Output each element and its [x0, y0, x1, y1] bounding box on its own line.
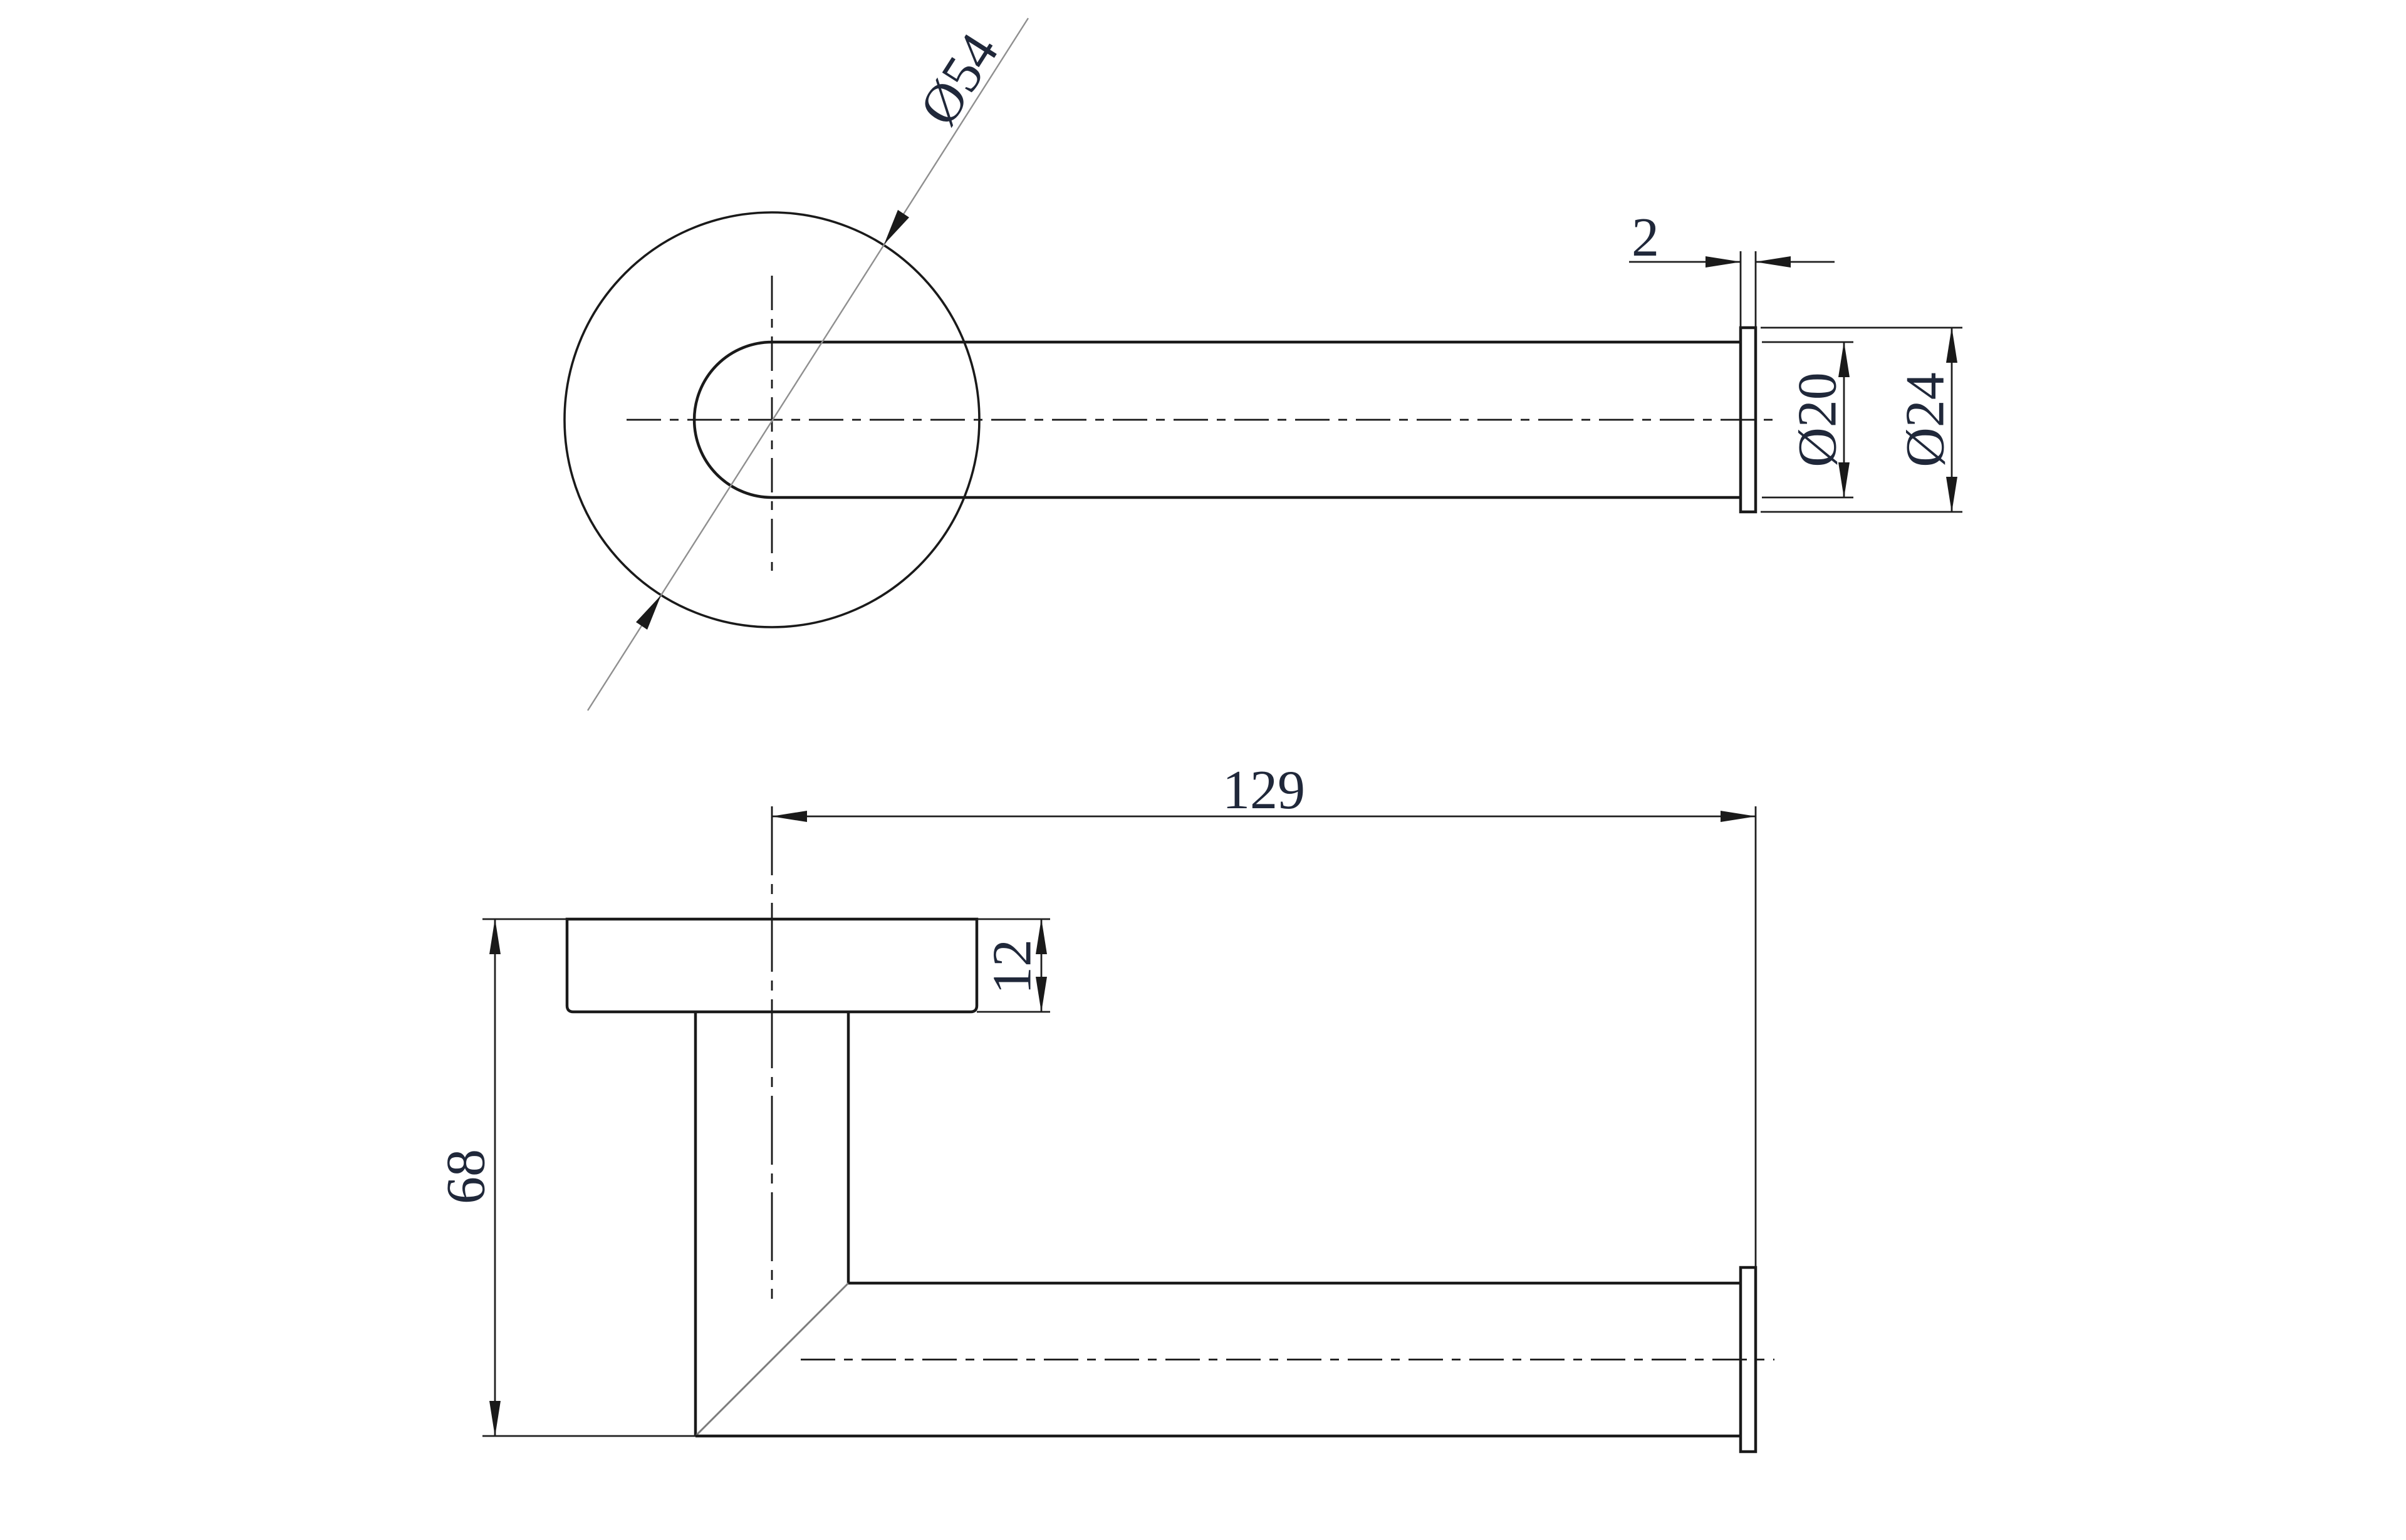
cap-diameter-label: Ø24 — [1895, 372, 1956, 467]
end-cap-disc — [1739, 326, 1758, 514]
side-view: 129 68 12 — [436, 760, 1774, 1454]
arm-rounded-cap — [692, 340, 773, 499]
end-cap-disc-side — [1739, 1266, 1758, 1454]
dim-plate-thickness: 12 — [977, 918, 1050, 1013]
dim-arm-length: 129 — [771, 760, 1757, 1267]
bend-miter-line — [694, 1282, 850, 1437]
height-label: 68 — [436, 1149, 497, 1204]
dim-end-cap-thickness: 2 — [1629, 207, 1835, 328]
wall-plate-outline — [565, 917, 979, 1014]
arm-diameter-label: Ø20 — [1788, 372, 1848, 467]
flange-diameter-leader-line — [586, 18, 1029, 711]
flange-circle — [563, 211, 981, 628]
flange-diameter-arrow-lower — [636, 595, 661, 630]
cap-thickness-label: 2 — [1632, 207, 1659, 268]
plate-thickness-label: 12 — [982, 939, 1043, 994]
flange-diameter-arrow-upper — [884, 210, 909, 244]
dim-overall-height: 68 — [436, 918, 695, 1437]
dim-arm-diameter: Ø20 — [1762, 341, 1853, 499]
dim-end-cap-diameter: Ø24 — [1761, 326, 1962, 513]
arm-length-label: 129 — [1222, 760, 1305, 821]
